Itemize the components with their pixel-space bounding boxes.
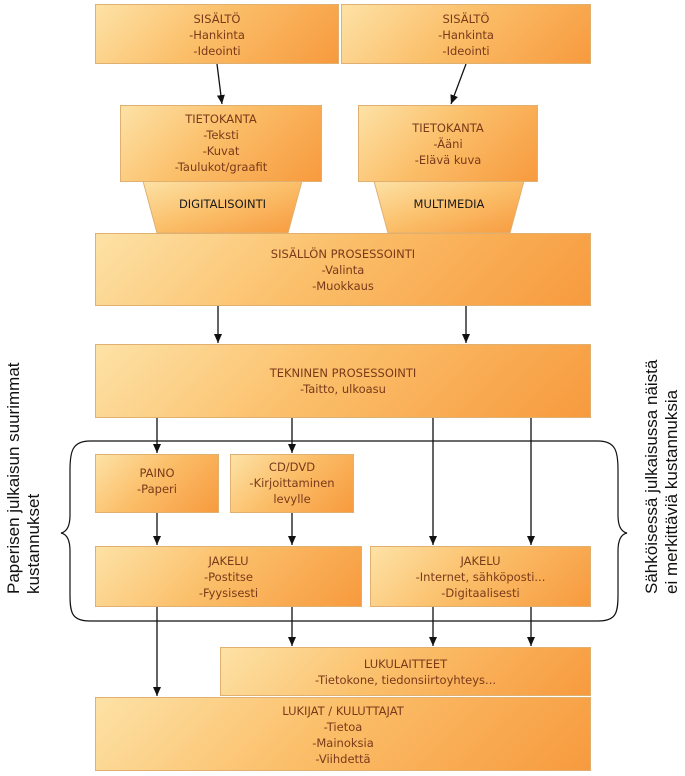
side-note-left: Paperisen julkaisun suurimmat kustannuks… xyxy=(4,294,44,595)
box-line: -Elävä kuva xyxy=(414,153,482,167)
side-note-line: kustannukset xyxy=(24,493,43,594)
box-line: -Tietokone, tiedonsiirtoyhteys... xyxy=(314,673,497,687)
box-line: TIETOKANTA xyxy=(185,112,257,126)
box-line: -Internet, sähköposti... xyxy=(415,570,546,584)
box-line: -Hankinta xyxy=(189,28,245,42)
side-note-right: Sähköisessä julkaisussa näistä ei merkit… xyxy=(642,294,682,594)
box-line: -Valinta xyxy=(321,263,365,277)
distribution-box-right: JAKELU -Internet, sähköposti... -Digitaa… xyxy=(370,546,591,607)
box-line: SISÄLLÖN PROSESSOINTI xyxy=(270,247,416,261)
box-line: -Muokkaus xyxy=(312,279,374,293)
funnel-right-label: MULTIMEDIA xyxy=(413,197,485,211)
content-box-left: SISÄLTÖ -Hankinta -Ideointi xyxy=(95,4,339,64)
funnel-left-label: DIGITALISOINTI xyxy=(178,197,267,211)
reading-devices-box: LUKULAITTEET -Tietokone, tiedonsiirtoyht… xyxy=(220,647,591,696)
bracket-left xyxy=(60,440,91,622)
database-box-right: TIETOKANTA -Ääni -Elävä kuva xyxy=(358,105,538,182)
box-line: -Ideointi xyxy=(442,44,490,58)
box-line: -Hankinta xyxy=(438,28,494,42)
box-line: -Tietoa xyxy=(323,720,363,734)
box-line: LUKULAITTEET xyxy=(363,657,448,671)
distribution-box-left: JAKELU -Postitse -Fyysisesti xyxy=(95,546,362,607)
box-line: -Paperi xyxy=(137,482,177,496)
box-line: -Kirjoittaminen xyxy=(249,476,335,490)
box-line: -Ideointi xyxy=(193,44,241,58)
arrow-content-left-to-db xyxy=(216,63,225,105)
bracket-right xyxy=(597,440,628,622)
box-line: levylle xyxy=(273,492,311,506)
cd-dvd-box: CD/DVD -Kirjoittaminen levylle xyxy=(230,454,354,513)
box-line: -Postitse xyxy=(204,570,253,584)
box-line: -Kuvat xyxy=(202,144,240,158)
box-line: SISÄLTÖ xyxy=(442,12,490,26)
box-line: -Digitaalisesti xyxy=(441,586,520,600)
readers-box: LUKIJAT / KULUTTAJAT -Tietoa -Mainoksia … xyxy=(95,697,591,771)
box-line: JAKELU xyxy=(460,554,501,568)
box-line: -Taulukot/graafit xyxy=(174,160,268,174)
technical-processing-box: TEKNINEN PROSESSOINTI -Taitto, ulkoasu xyxy=(95,344,591,418)
side-note-line: Sähköisessä julkaisussa näistä xyxy=(642,359,661,594)
box-line: CD/DVD xyxy=(268,460,316,474)
arrow-content-right-to-db xyxy=(450,63,467,105)
content-box-right: SISÄLTÖ -Hankinta -Ideointi xyxy=(341,4,591,64)
box-line: JAKELU xyxy=(208,554,249,568)
box-line: -Taitto, ulkoasu xyxy=(300,382,386,396)
box-line: LUKIJAT / KULUTTAJAT xyxy=(282,704,404,718)
box-line: -Viihdettä xyxy=(315,752,371,766)
box-line: PAINO xyxy=(139,466,175,480)
database-box-left: TIETOKANTA -Teksti -Kuvat -Taulukot/graa… xyxy=(120,105,322,182)
box-line: -Teksti xyxy=(203,128,239,142)
box-line: -Ääni xyxy=(433,137,463,151)
box-line: -Fyysisesti xyxy=(198,586,259,600)
print-box: PAINO -Paperi xyxy=(95,454,219,513)
side-note-line: Paperisen julkaisun suurimmat xyxy=(4,362,23,595)
side-note-line: ei merkittäviä kustannuksia xyxy=(662,389,681,594)
box-line: -Mainoksia xyxy=(312,736,374,750)
box-line: TEKNINEN PROSESSOINTI xyxy=(269,366,417,380)
content-processing-box: SISÄLLÖN PROSESSOINTI -Valinta -Muokkaus xyxy=(95,233,591,306)
box-line: TIETOKANTA xyxy=(412,121,484,135)
box-line: SISÄLTÖ xyxy=(193,12,241,26)
